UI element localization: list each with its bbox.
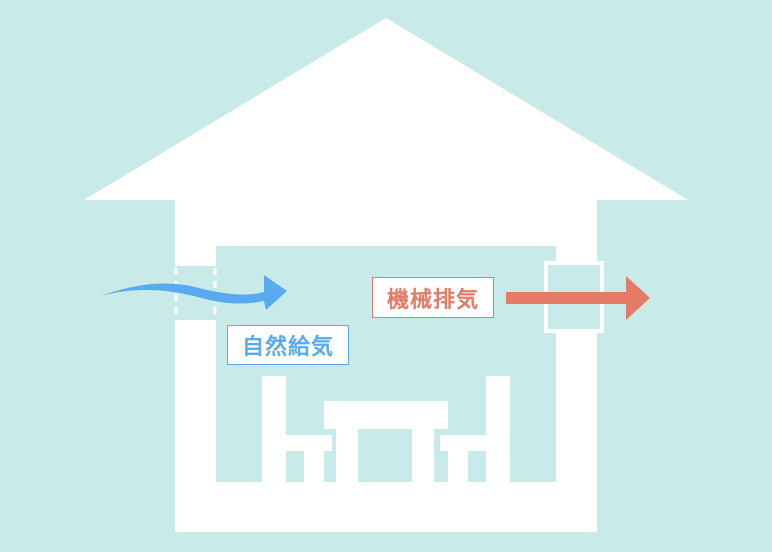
dining-table [324, 401, 448, 482]
chair-right [440, 376, 510, 482]
chair-left [262, 376, 332, 482]
exhaust-label: 機械排気 [372, 277, 494, 318]
exhaust-air-arrow [506, 276, 650, 320]
supply-air-arrow [100, 275, 287, 310]
furniture [262, 376, 510, 482]
supply-label-text: 自然給気 [241, 335, 334, 360]
house-roof [84, 18, 688, 200]
supply-label: 自然給気 [227, 325, 349, 365]
exhaust-label-text: 機械排気 [386, 287, 479, 313]
